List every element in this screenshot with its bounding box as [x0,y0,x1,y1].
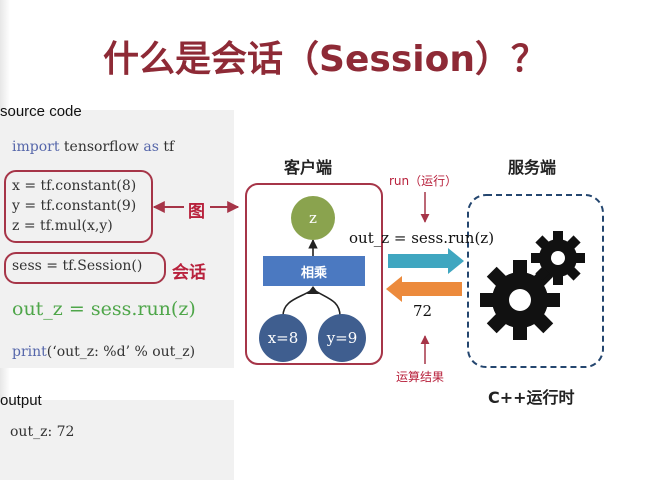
import-alias: tf [158,139,175,155]
print-keyword: print [12,344,47,360]
graph-label: 图 [188,202,205,222]
output-panel [0,400,234,480]
call-text: out_z = sess.run(z) [349,229,495,247]
source-code-label: source code [0,103,82,120]
print-line: print(‘out_z: %d’ % out_z) [12,344,195,360]
session-label: 会话 [172,263,206,283]
import-module: tensorflow [59,139,144,155]
code-line-x: x = tf.constant(8) [12,178,137,194]
page-title: 什么是会话（Session）？ [103,39,547,80]
code-line-session: sess = tf.Session() [12,258,143,274]
runtime-label: C++运行时 [488,388,575,407]
source-code-panel [0,110,234,368]
output-label: output [0,392,42,409]
request-arrow [388,248,464,274]
graph-code-box [4,170,153,243]
code-line-run: out_z = sess.run(z) [12,298,196,320]
node-mul: 相乘 [263,256,365,286]
response-arrow [386,276,462,302]
import-line: import tensorflow as tf [12,139,174,155]
code-line-z: z = tf.mul(x,y) [12,218,113,234]
session-code-box [4,252,166,284]
result-value: 72 [413,302,433,320]
client-heading: 客户端 [284,158,333,177]
as-keyword: as [143,139,159,155]
result-label: 运算结果 [396,370,445,384]
server-heading: 服务端 [508,158,557,177]
gear-small-icon [531,231,585,285]
run-label: run（运行） [389,174,458,188]
node-z: z [291,196,335,240]
code-line-y: y = tf.constant(9) [12,198,137,214]
print-args: (‘out_z: %d’ % out_z) [46,344,196,360]
node-x: x=8 [259,314,307,362]
merge-arrowhead [307,286,319,294]
server-box [467,194,604,368]
client-box [245,183,383,365]
node-y: y=9 [318,314,366,362]
output-value: out_z: 72 [10,424,75,440]
import-keyword: import [12,139,60,155]
